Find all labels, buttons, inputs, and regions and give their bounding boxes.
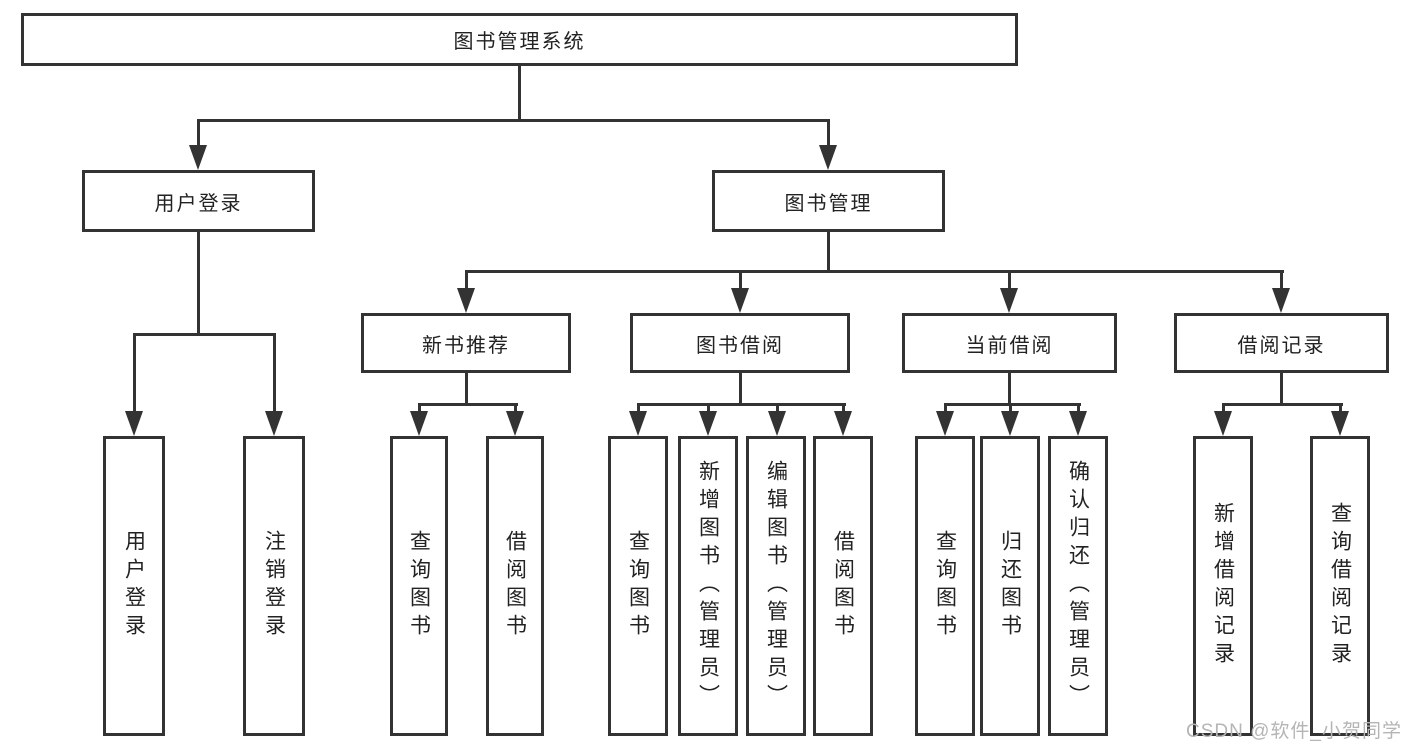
connector-newbook-drop-2 bbox=[514, 403, 517, 415]
arrow-down-icon bbox=[699, 411, 717, 436]
leaf-query-books-recommend: 查询图书 bbox=[390, 436, 448, 736]
arrow-down-icon bbox=[1331, 411, 1349, 436]
connector-bookmgmt-drop-4 bbox=[1280, 270, 1283, 290]
leaf-add-borrow-record: 新增借阅记录 bbox=[1193, 436, 1253, 736]
leaf-confirm-return-admin: 确认归还（管理员） bbox=[1048, 436, 1108, 736]
connector-userlogin-drop-2 bbox=[273, 333, 276, 413]
node-current-borrowing: 当前借阅 bbox=[902, 313, 1117, 373]
connector-newbook-drop-1 bbox=[418, 403, 421, 415]
csdn-watermark: CSDN @软件_小贺同学 bbox=[1186, 721, 1402, 742]
leaf-return-books: 归还图书 bbox=[980, 436, 1040, 736]
arrow-down-icon bbox=[768, 411, 786, 436]
leaf-query-borrow-record: 查询借阅记录 bbox=[1310, 436, 1370, 736]
connector-userlogin-drop-1 bbox=[133, 333, 136, 413]
connector-borrowing-hbar bbox=[637, 403, 846, 406]
connector-bookmgmt-drop-2 bbox=[739, 270, 742, 290]
arrow-down-icon bbox=[1069, 411, 1087, 436]
connector-userlogin-hbar bbox=[133, 333, 276, 336]
leaf-user-login: 用户登录 bbox=[103, 436, 165, 736]
arrow-down-icon bbox=[1272, 288, 1290, 313]
arrow-down-icon bbox=[629, 411, 647, 436]
arrow-down-icon bbox=[506, 411, 524, 436]
connector-records-stem bbox=[1280, 373, 1283, 406]
connector-current-drop-2 bbox=[1009, 403, 1012, 415]
connector-current-drop-1 bbox=[944, 403, 947, 415]
arrow-down-icon bbox=[936, 411, 954, 436]
connector-newbook-stem bbox=[465, 373, 468, 406]
connector-root-drop-right bbox=[827, 119, 830, 149]
connector-bookmgmt-hbar bbox=[466, 270, 1284, 273]
node-root: 图书管理系统 bbox=[21, 13, 1018, 66]
connector-root-drop-left bbox=[197, 119, 200, 149]
node-new-book-recommend: 新书推荐 bbox=[361, 313, 571, 373]
connector-current-drop-3 bbox=[1077, 403, 1080, 415]
arrow-down-icon bbox=[1214, 411, 1232, 436]
connector-current-stem bbox=[1008, 373, 1011, 406]
connector-root-stem bbox=[518, 66, 521, 120]
connector-bookmgmt-stem bbox=[827, 232, 830, 273]
connector-borrowing-drop-2 bbox=[707, 403, 710, 415]
arrow-down-icon bbox=[1001, 411, 1019, 436]
leaf-borrow-books-recommend: 借阅图书 bbox=[486, 436, 544, 736]
connector-borrowing-stem bbox=[739, 373, 742, 406]
arrow-down-icon bbox=[265, 411, 283, 436]
connector-newbook-hbar bbox=[418, 403, 518, 406]
connector-records-hbar bbox=[1222, 403, 1343, 406]
connector-current-hbar bbox=[944, 403, 1081, 406]
arrow-down-icon bbox=[834, 411, 852, 436]
node-user-login-branch: 用户登录 bbox=[82, 170, 315, 232]
leaf-borrow-books-borrowing: 借阅图书 bbox=[813, 436, 873, 736]
connector-records-drop-2 bbox=[1339, 403, 1342, 415]
leaf-logout: 注销登录 bbox=[243, 436, 305, 736]
node-borrowing-records: 借阅记录 bbox=[1174, 313, 1389, 373]
connector-bookmgmt-drop-3 bbox=[1008, 270, 1011, 290]
leaf-edit-books-admin: 编辑图书（管理员） bbox=[746, 436, 806, 736]
arrow-down-icon bbox=[457, 288, 475, 313]
connector-borrowing-drop-1 bbox=[637, 403, 640, 415]
arrow-down-icon bbox=[125, 411, 143, 436]
leaf-add-books-admin: 新增图书（管理员） bbox=[678, 436, 738, 736]
connector-records-drop-1 bbox=[1222, 403, 1225, 415]
leaf-query-books-borrowing: 查询图书 bbox=[608, 436, 668, 736]
connector-root-hbar bbox=[197, 119, 830, 122]
leaf-query-books-current: 查询图书 bbox=[915, 436, 975, 736]
connector-borrowing-drop-3 bbox=[776, 403, 779, 415]
connector-userlogin-stem bbox=[197, 232, 200, 336]
arrow-down-icon bbox=[189, 145, 207, 170]
arrow-down-icon bbox=[410, 411, 428, 436]
connector-borrowing-drop-4 bbox=[842, 403, 845, 415]
arrow-down-icon bbox=[731, 288, 749, 313]
node-book-management-branch: 图书管理 bbox=[712, 170, 945, 232]
connector-bookmgmt-drop-1 bbox=[465, 270, 468, 290]
node-book-borrowing: 图书借阅 bbox=[630, 313, 850, 373]
arrow-down-icon bbox=[1000, 288, 1018, 313]
arrow-down-icon bbox=[819, 145, 837, 170]
